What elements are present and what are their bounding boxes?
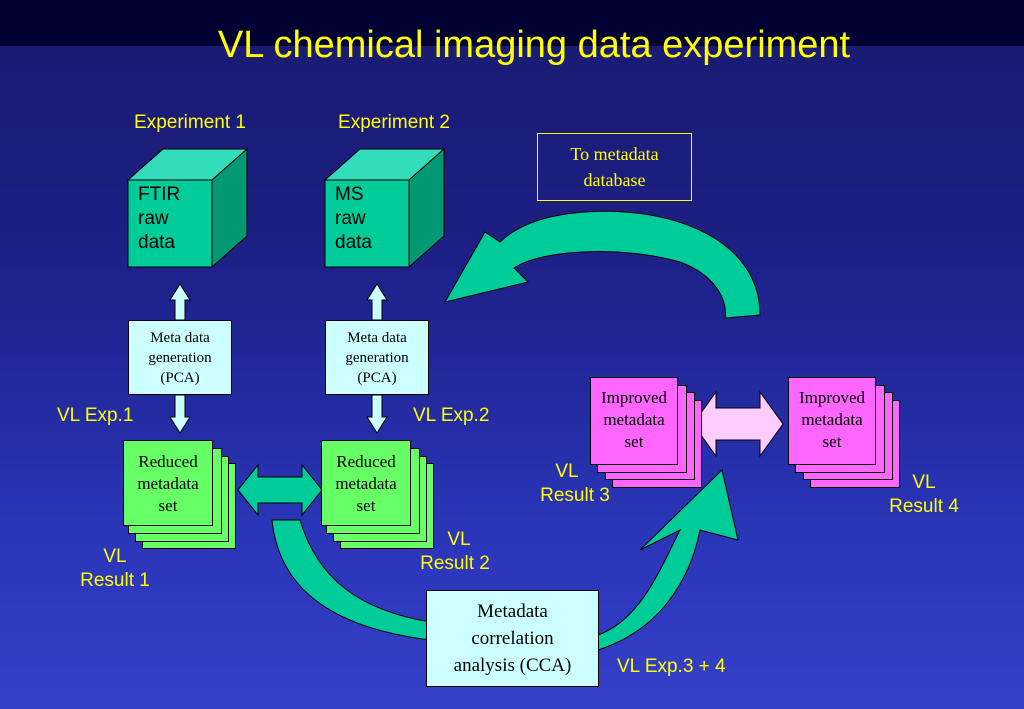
cube1-front — [127, 179, 213, 268]
vl-result2-line1: VL — [447, 529, 471, 550]
vl-result3-label: VL Result 3 — [520, 460, 630, 508]
page-title: VL chemical imaging data experiment — [217, 24, 851, 66]
metadata-db-line1: To metadata — [570, 144, 659, 164]
cube2-front — [324, 179, 410, 268]
meta1-line2: generation — [148, 350, 212, 366]
cube1-line1: FTIR — [138, 184, 181, 205]
title-band — [0, 0, 1024, 46]
improved2-text: Improved metadata set — [785, 387, 879, 453]
meta-generation-box-1: Meta data generation (PCA) — [128, 320, 232, 395]
meta-generation-box-2: Meta data generation (PCA) — [325, 320, 429, 395]
improved2-line2: metadata — [801, 410, 863, 429]
meta2-line1: Meta data — [347, 330, 407, 346]
cca-line3: analysis (CCA) — [453, 655, 572, 676]
vl-exp1-label: VL Exp.1 — [57, 405, 134, 426]
reduced1-layer1 — [123, 440, 213, 526]
curved-arrow-top — [443, 210, 761, 319]
vl-result4-line1: VL — [912, 472, 936, 493]
reduced2-layer1 — [321, 440, 411, 526]
cca-line2: correlation — [471, 628, 554, 649]
meta1-line3: (PCA) — [160, 370, 200, 386]
improved1-line3: set — [624, 432, 644, 451]
metadata-db-line2: database — [583, 170, 646, 190]
experiment1-label: Experiment 1 — [134, 112, 246, 133]
cube2-line3: data — [335, 232, 372, 253]
vl-result4-line2: Result 4 — [889, 496, 959, 517]
meta2-line2: generation — [345, 350, 409, 366]
reduced1-text: Reduced metadata set — [123, 451, 213, 517]
improved2-line3: set — [822, 432, 842, 451]
vl-result2-line2: Result 2 — [420, 553, 490, 574]
cca-box: Metadata correlation analysis (CCA) — [426, 590, 599, 687]
cca-line1: Metadata — [477, 601, 548, 622]
improved1-layer1 — [590, 377, 678, 465]
reduced2-line2: metadata — [335, 474, 397, 493]
cube1-line2: raw — [138, 208, 169, 229]
cube2-line1: MS — [335, 184, 364, 205]
improved2-line1: Improved — [798, 388, 866, 407]
curved-arrow-bottom-right — [597, 469, 739, 651]
green-double-arrow — [237, 463, 323, 517]
metadata-db-box: To metadata database — [537, 133, 692, 201]
reduced1-line1: Reduced — [138, 452, 198, 471]
reduced2-line3: set — [356, 496, 376, 515]
cube1-text: FTIR raw data — [138, 183, 180, 255]
vl-exp2-label: VL Exp.2 — [413, 405, 490, 426]
cube2-text: MS raw data — [335, 183, 372, 255]
cube2-line2: raw — [335, 208, 366, 229]
vl-result3-line1: VL — [555, 461, 579, 482]
meta1-line1: Meta data — [150, 330, 210, 346]
improved1-line2: metadata — [603, 410, 665, 429]
vl-result1-label: VL Result 1 — [60, 545, 170, 593]
meta2-line3: (PCA) — [357, 370, 397, 386]
vl-result4-label: VL Result 4 — [869, 471, 979, 519]
vl-exp34-label: VL Exp.3 + 4 — [617, 656, 726, 677]
vl-result1-line2: Result 1 — [80, 570, 150, 591]
reduced2-line1: Reduced — [336, 452, 396, 471]
experiment2-label: Experiment 2 — [338, 112, 450, 133]
improved1-text: Improved metadata set — [587, 387, 681, 453]
improved2-layer1 — [788, 377, 876, 465]
vl-result2-label: VL Result 2 — [400, 528, 510, 576]
vl-result3-line2: Result 3 — [540, 485, 610, 506]
vl-result1-line1: VL — [103, 546, 127, 567]
reduced1-line3: set — [158, 496, 178, 515]
improved1-line1: Improved — [600, 388, 668, 407]
pink-double-arrow — [692, 390, 784, 458]
reduced2-text: Reduced metadata set — [321, 451, 411, 517]
cube1-line3: data — [138, 232, 175, 253]
reduced1-line2: metadata — [137, 474, 199, 493]
